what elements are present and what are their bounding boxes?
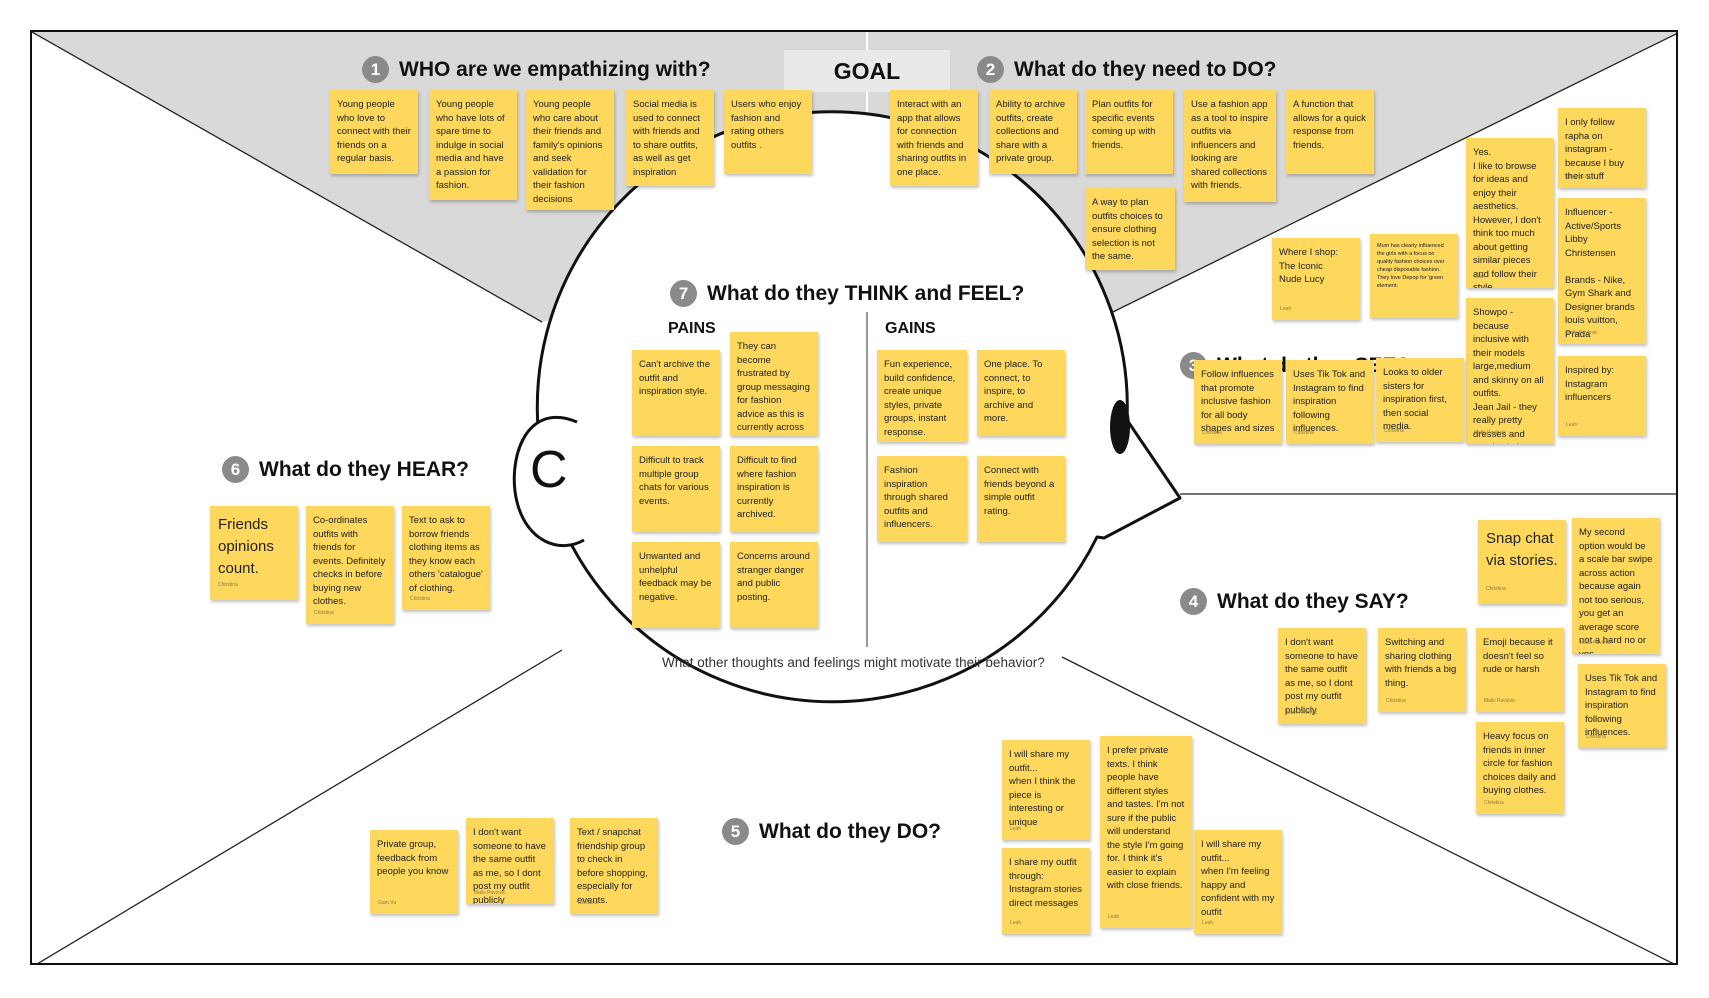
sticky-note[interactable]: Text / snapchat friendship group to chec… (570, 818, 658, 914)
sticky-note[interactable]: Switching and sharing clothing with frie… (1378, 628, 1466, 712)
section-number-4: 4 (1180, 588, 1207, 615)
goal-label: GOAL (784, 50, 950, 92)
sticky-note[interactable]: Young people who care about their friend… (526, 90, 614, 210)
eye-shape (1110, 400, 1130, 454)
sticky-note[interactable]: Unwanted and unhelpful feedback may be n… (632, 542, 720, 628)
divider-top-right (1041, 33, 1676, 348)
sticky-note[interactable]: I prefer private texts. I think people h… (1100, 736, 1192, 928)
section-number-5: 5 (722, 818, 749, 845)
sticky-note[interactable]: Looks to older sisters for inspiration f… (1376, 358, 1464, 442)
divider-bottom-left (37, 649, 563, 963)
sticky-note[interactable]: Yes. I like to browse for ideas and enjo… (1466, 138, 1554, 288)
sticky-note[interactable]: Connect with friends beyond a simple out… (977, 456, 1065, 542)
pains-label: PAINS (668, 320, 716, 337)
sticky-note[interactable]: Mum has clearly influenced the girls wit… (1370, 234, 1458, 318)
section-title-1: WHO are we empathizing with? (399, 57, 711, 81)
section-heading-2: 2 What do they need to DO? (977, 56, 1277, 83)
sticky-note[interactable]: Friends opinions count.Christina (210, 506, 298, 600)
sticky-note[interactable]: I will share my outfit... when I'm feeli… (1194, 830, 1282, 934)
section-heading-6: 6 What do they HEAR? (222, 456, 469, 483)
section-number-1: 1 (362, 56, 389, 83)
sticky-note[interactable]: Private group, feedback from people you … (370, 830, 458, 914)
sticky-note[interactable]: Fun experience, build confidence, create… (877, 350, 967, 442)
section-title-5: What do they DO? (759, 819, 941, 843)
ear-outline (512, 415, 585, 548)
divider-bottom-right (1061, 656, 1674, 963)
sticky-note[interactable]: I only follow rapha on instagram - becau… (1558, 108, 1646, 188)
sticky-note[interactable]: I don't want someone to have the same ou… (466, 818, 554, 904)
divider-top-left (32, 32, 543, 323)
section-number-2: 2 (977, 56, 1004, 83)
sticky-note[interactable]: Text to ask to borrow friends clothing i… (402, 506, 490, 610)
section-title-6: What do they HEAR? (259, 457, 469, 481)
sticky-note[interactable]: A way to plan outfits choices to ensure … (1085, 188, 1175, 270)
section-title-2: What do they need to DO? (1014, 57, 1277, 81)
sticky-note[interactable]: I share my outfit through: Instagram sto… (1002, 848, 1090, 934)
sticky-note[interactable]: Social media is used to connect with fri… (626, 90, 714, 186)
sticky-note[interactable]: Uses Tik Tok and Instagram to find inspi… (1286, 360, 1374, 444)
section-heading-4: 4 What do they SAY? (1180, 588, 1409, 615)
sticky-note[interactable]: Emoji because it doesn't feel so rude or… (1476, 628, 1564, 712)
sticky-note[interactable]: Uses Tik Tok and Instagram to find inspi… (1578, 664, 1666, 748)
sticky-note[interactable]: Fashion inspiration through shared outfi… (877, 456, 967, 542)
sticky-note[interactable]: One place. To connect, to inspire, to ar… (977, 350, 1065, 436)
sticky-note[interactable]: A function that allows for a quick respo… (1286, 90, 1374, 174)
sticky-note[interactable]: Snap chat via stories.Christina (1478, 520, 1566, 604)
section-heading-1: 1 WHO are we empathizing with? (362, 56, 711, 83)
sticky-note[interactable]: Difficult to find where fashion inspirat… (730, 446, 818, 532)
think-feel-caption: What other thoughts and feelings might m… (662, 655, 1045, 670)
sticky-note[interactable]: Young people who have lots of spare time… (429, 90, 517, 200)
section-number-6: 6 (222, 456, 249, 483)
sticky-note[interactable]: Ability to archive outfits, create colle… (989, 90, 1077, 174)
gains-label: GAINS (885, 320, 936, 337)
empathy-map-board: C GOAL 1 WHO are we empathizing with? 2 … (30, 30, 1678, 965)
sticky-note[interactable]: Young people who love to connect with th… (330, 90, 418, 174)
section-number-7: 7 (670, 280, 697, 307)
sticky-note[interactable]: Use a fashion app as a tool to inspire o… (1184, 90, 1276, 202)
section-title-4: What do they SAY? (1217, 589, 1409, 613)
sticky-note[interactable]: I don't want someone to have the same ou… (1278, 628, 1366, 724)
section-heading-5: 5 What do they DO? (722, 818, 941, 845)
sticky-note[interactable]: Concerns around stranger danger and publ… (730, 542, 818, 628)
ear-inner: C (530, 441, 568, 499)
sticky-note[interactable]: Difficult to track multiple group chats … (632, 446, 720, 532)
section-title-7: What do they THINK and FEEL? (707, 281, 1025, 305)
sticky-note[interactable]: Influencer - Active/Sports Libby Christe… (1558, 198, 1646, 344)
sticky-note[interactable]: I will share my outfit... when I think t… (1002, 740, 1090, 840)
section-heading-7: 7 What do they THINK and FEEL? (670, 280, 1024, 307)
sticky-note[interactable]: They can become frustrated by group mess… (730, 332, 818, 436)
sticky-note[interactable]: Co-ordinates outfits with friends for ev… (306, 506, 394, 624)
sticky-note[interactable]: Interact with an app that allows for con… (890, 90, 978, 186)
sticky-note[interactable]: Plan outfits for specific events coming … (1085, 90, 1173, 174)
sticky-note[interactable]: Heavy focus on friends in inner circle f… (1476, 722, 1564, 814)
sticky-note[interactable]: Can't archive the outfit and inspiration… (632, 350, 720, 436)
sticky-note[interactable]: Showpo - because inclusive with their mo… (1466, 298, 1554, 444)
sticky-note[interactable]: My second option would be a scale bar sw… (1572, 518, 1660, 654)
sticky-note[interactable]: Follow influences that promote inclusive… (1194, 360, 1282, 444)
sticky-note[interactable]: Users who enjoy fashion and rating other… (724, 90, 812, 174)
